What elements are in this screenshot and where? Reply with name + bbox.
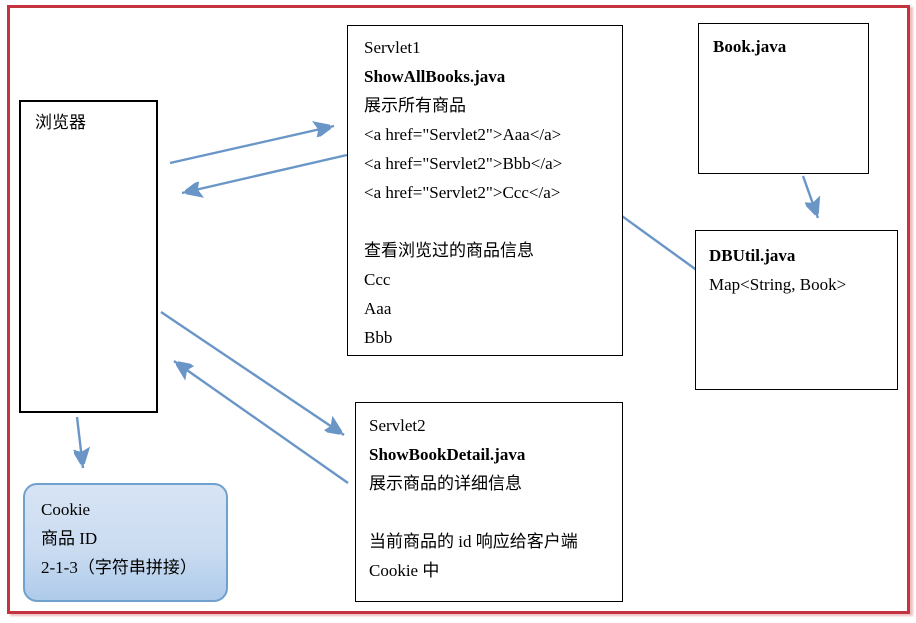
cookie-box: Cookie 商品 ID 2-1-3（字符串拼接） (23, 483, 228, 602)
servlet2-filename: ShowBookDetail.java (369, 445, 526, 464)
browser-label: 浏览器 (35, 113, 86, 132)
servlet1-history-title: 查看浏览过的商品信息 (364, 241, 534, 260)
servlet2-note-line1: 当前商品的 id 响应给客户端 (369, 532, 578, 551)
servlet2-box: Servlet2 ShowBookDetail.java 展示商品的详细信息 当… (355, 402, 623, 602)
servlet1-name: Servlet1 (364, 38, 421, 57)
servlet1-filename: ShowAllBooks.java (364, 67, 506, 86)
servlet2-blank-line (369, 498, 622, 527)
servlet2-name: Servlet2 (369, 416, 426, 435)
servlet1-history-item-2: Aaa (364, 299, 392, 318)
servlet1-history-item-3: Bbb (364, 328, 393, 347)
dbutil-filename: DBUtil.java (709, 246, 796, 265)
servlet1-link-ccc: <a href="Servlet2">Ccc</a> (364, 183, 561, 202)
cookie-product-id: 商品 ID (41, 529, 98, 548)
book-java-filename: Book.java (713, 37, 787, 56)
outer-red-frame (7, 5, 910, 614)
book-java-box: Book.java (698, 23, 869, 174)
servlet1-box: Servlet1 ShowAllBooks.java 展示所有商品 <a hre… (347, 25, 623, 356)
cookie-id-concat: 2-1-3（字符串拼接） (41, 558, 197, 577)
servlet1-description: 展示所有商品 (364, 96, 466, 115)
servlet1-link-aaa: <a href="Servlet2">Aaa</a> (364, 125, 562, 144)
servlet1-blank-line (364, 207, 622, 236)
servlet2-note-line2: Cookie 中 (369, 561, 440, 580)
cookie-title: Cookie (41, 500, 91, 519)
servlet1-link-bbb: <a href="Servlet2">Bbb</a> (364, 154, 563, 173)
browser-box: 浏览器 (19, 100, 158, 413)
servlet2-description: 展示商品的详细信息 (369, 474, 522, 493)
dbutil-map-type: Map<String, Book> (709, 275, 847, 294)
servlet1-history-item-1: Ccc (364, 270, 391, 289)
dbutil-box: DBUtil.java Map<String, Book> (695, 230, 898, 390)
